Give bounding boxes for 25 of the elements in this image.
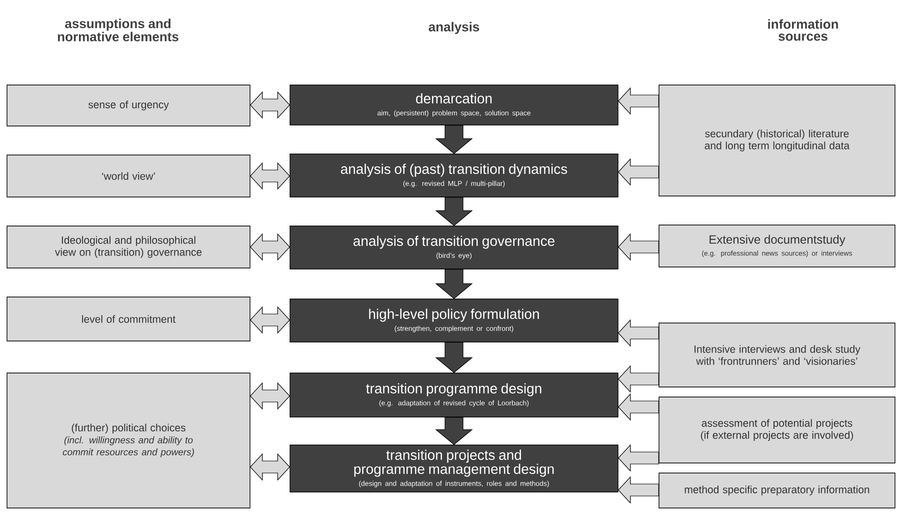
input-box: (further) political choices (incl. willingness and ability to commit resources and powers) <box>6 372 250 508</box>
block-arrow <box>435 342 473 374</box>
block-arrow <box>618 365 659 393</box>
block-arrow <box>618 319 659 347</box>
block-arrow <box>618 158 659 186</box>
block-arrow <box>618 393 659 421</box>
input-box: sense of urgency <box>6 84 250 126</box>
input-box: level of commitment <box>6 296 250 342</box>
input-box: assessment of potential projects (if external projects are involved) <box>658 396 896 464</box>
block-arrow <box>435 417 473 446</box>
block-arrow <box>618 87 659 115</box>
input-box: secundary (historical) literature and long term longitudinal data <box>658 84 896 196</box>
block-arrow <box>618 444 659 472</box>
column-heading: information sources <box>768 19 838 41</box>
column-heading: assumptions and normative elements <box>58 18 178 42</box>
column-heading: analysis <box>428 22 480 34</box>
input-box: Ideological and philosophical view on (transition) governance <box>6 226 250 268</box>
block-arrow <box>618 476 659 504</box>
block-arrow <box>435 197 473 226</box>
block-arrow <box>435 125 473 154</box>
block-arrow <box>618 233 659 261</box>
block-arrow <box>435 269 473 300</box>
input-box: ‘world view’ <box>6 154 250 198</box>
input-box: Intensive interviews and desk study with ‘frontrunners’ and ‘visionaries’ <box>658 322 896 388</box>
input-box: method specific preparatory information <box>658 472 896 508</box>
